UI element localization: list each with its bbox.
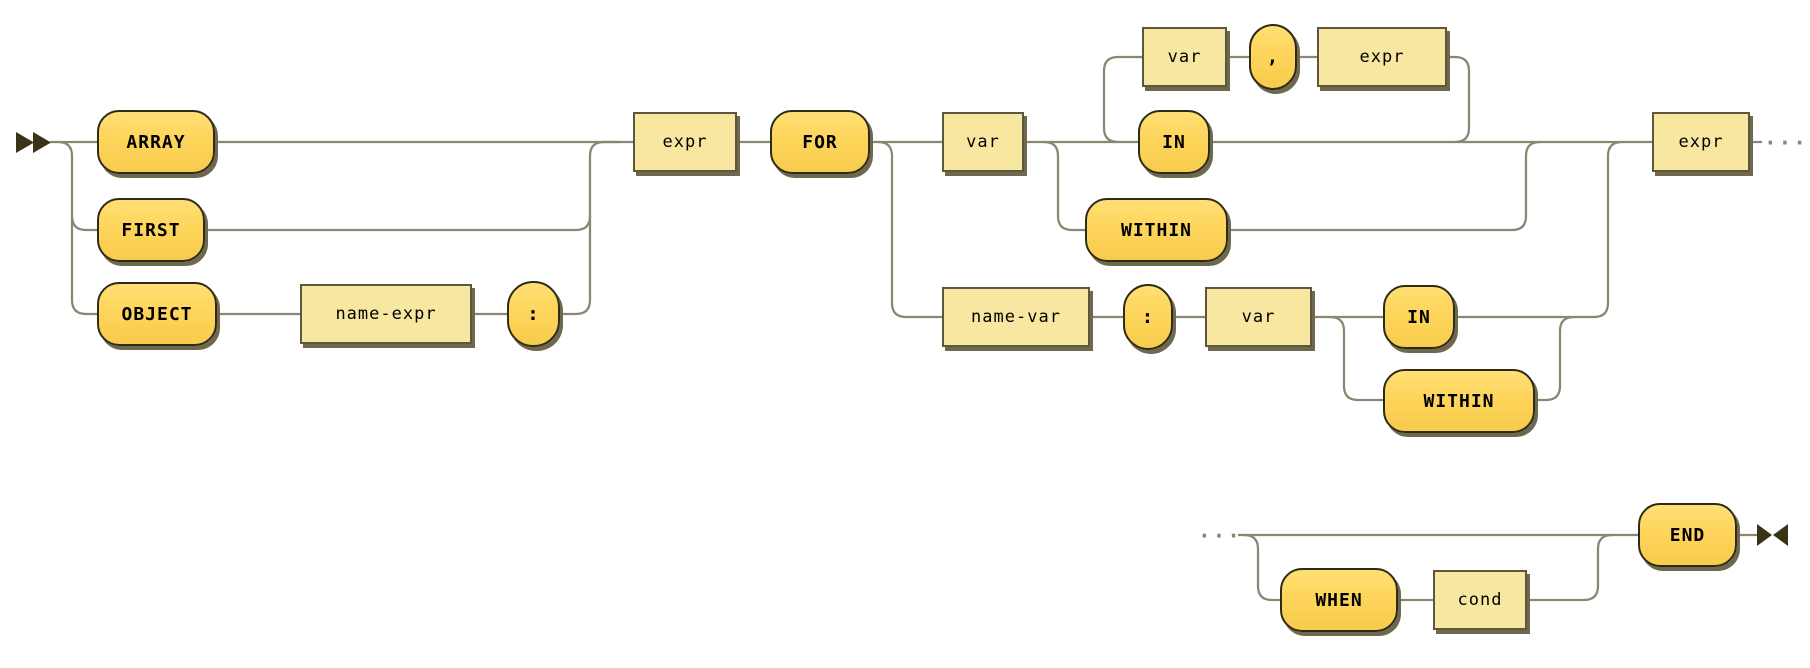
- rail-branch-first: [57, 140, 97, 232]
- start-arrow-icon: [16, 132, 34, 153]
- rail-object-merge: [560, 216, 592, 316]
- keyword-within-2: WITHIN: [1383, 369, 1535, 433]
- nonterminal-expr-1[interactable]: expr: [633, 112, 737, 172]
- rail-branch-namevar: [877, 140, 942, 319]
- nonterminal-cond[interactable]: cond: [1433, 570, 1527, 630]
- keyword-first: FIRST: [97, 198, 205, 262]
- rail-branch-within2: [1329, 315, 1383, 402]
- rail-branch-when: [1243, 533, 1280, 602]
- nonterminal-loop-var[interactable]: var: [1142, 27, 1227, 87]
- keyword-array: ARRAY: [97, 110, 215, 174]
- nonterminal-expr-final[interactable]: expr: [1652, 112, 1750, 172]
- continuation-dots-row2: ···: [1198, 524, 1242, 548]
- terminal-comma: ,: [1249, 24, 1297, 90]
- terminal-colon-1: :: [507, 281, 560, 347]
- start-arrow-icon-2: [33, 132, 51, 153]
- keyword-end: END: [1638, 503, 1737, 567]
- end-arrow-icon-2: [1773, 524, 1788, 546]
- rail-within2-merge: [1535, 315, 1575, 402]
- rail-loop-right: [1447, 55, 1471, 144]
- keyword-in-1: IN: [1138, 110, 1210, 174]
- rail-branch-object: [70, 216, 97, 316]
- keyword-for: FOR: [770, 110, 870, 174]
- nonterminal-var-1[interactable]: var: [942, 112, 1024, 172]
- nonterminal-var-2[interactable]: var: [1205, 287, 1312, 347]
- nonterminal-name-var[interactable]: name-var: [942, 287, 1090, 347]
- keyword-when: WHEN: [1280, 568, 1398, 632]
- keyword-in-2: IN: [1383, 285, 1455, 349]
- rail-within1-merge: [1228, 140, 1541, 232]
- end-arrow-icon: [1757, 524, 1772, 546]
- keyword-within-1: WITHIN: [1085, 198, 1228, 262]
- nonterminal-name-expr[interactable]: name-expr: [300, 284, 472, 344]
- nonterminal-loop-expr[interactable]: expr: [1317, 27, 1447, 87]
- rail-first-merge: [205, 140, 620, 232]
- continuation-dots-row1: ···: [1764, 131, 1808, 155]
- rail-in2-merge: [1455, 140, 1623, 319]
- rail-loop-left: [1102, 55, 1142, 144]
- rail-cond-merge: [1527, 533, 1613, 602]
- terminal-colon-2: :: [1123, 284, 1173, 350]
- rail-branch-within1: [1043, 140, 1085, 232]
- keyword-object: OBJECT: [97, 282, 217, 346]
